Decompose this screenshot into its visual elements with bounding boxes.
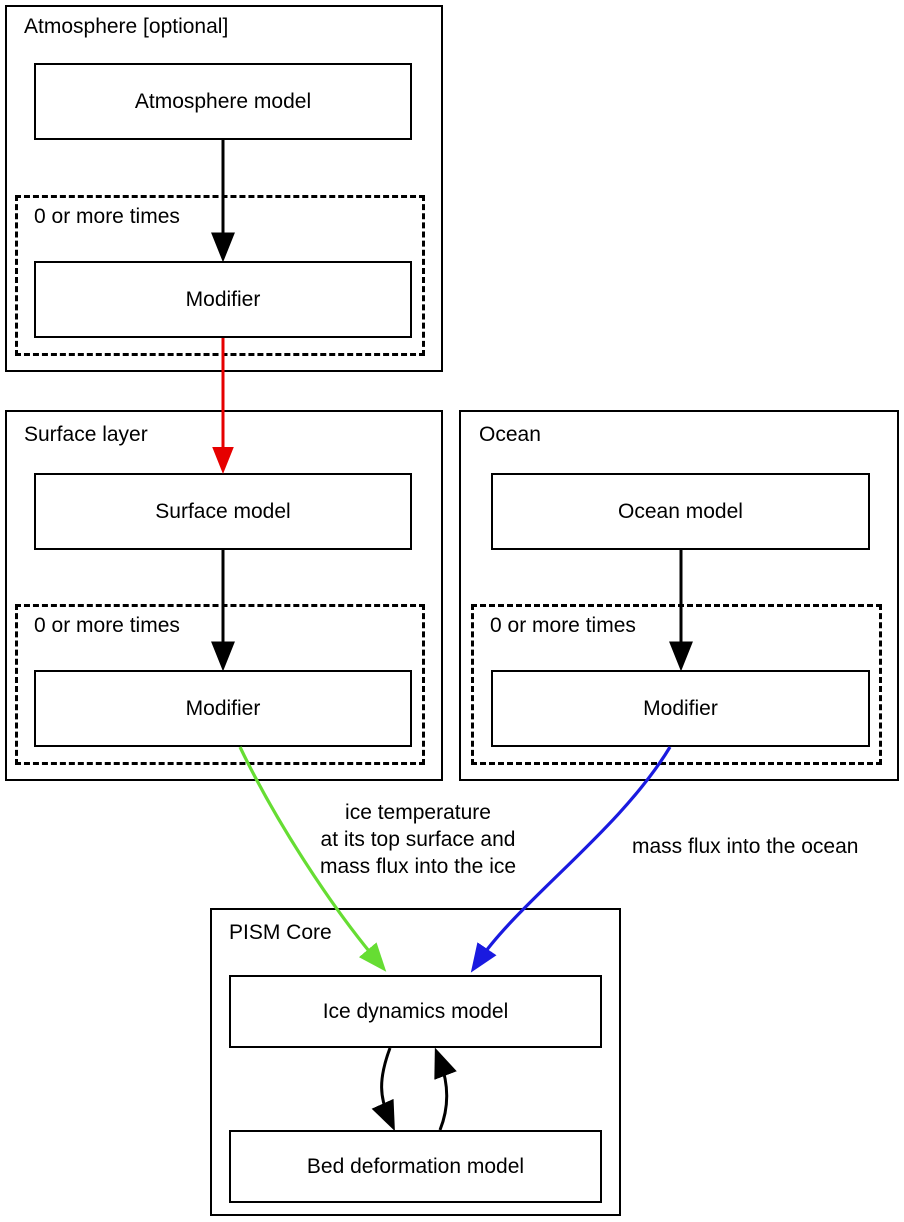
node-atmosphere-modifier[interactable]: Modifier <box>34 261 412 338</box>
node-ice-dynamics-model[interactable]: Ice dynamics model <box>229 975 602 1048</box>
node-surface-modifier[interactable]: Modifier <box>34 670 412 747</box>
group-pism-core <box>210 908 621 1216</box>
group-pism-core-label: PISM Core <box>229 921 332 944</box>
dashed-repeat-surface-label: 0 or more times <box>34 614 180 637</box>
dashed-repeat-ocean-label: 0 or more times <box>490 614 636 637</box>
dashed-repeat-ocean <box>471 604 882 765</box>
node-ocean-modifier[interactable]: Modifier <box>491 670 870 747</box>
node-ocean-model[interactable]: Ocean model <box>491 473 870 550</box>
edge-label-surface-to-core: ice temperature at its top surface and m… <box>319 801 517 878</box>
group-surface-layer-label: Surface layer <box>24 423 148 446</box>
node-surface-model[interactable]: Surface model <box>34 473 412 550</box>
dashed-repeat-surface <box>15 604 425 765</box>
node-atmosphere-model[interactable]: Atmosphere model <box>34 63 412 140</box>
node-bed-deformation-model[interactable]: Bed deformation model <box>229 1130 602 1203</box>
group-ocean <box>459 410 899 781</box>
edge-label-ocean-to-core: mass flux into the ocean <box>632 835 859 858</box>
group-atmosphere-label: Atmosphere [optional] <box>24 15 229 38</box>
dashed-repeat-atmosphere <box>15 195 425 356</box>
group-ocean-label: Ocean <box>479 423 541 446</box>
dashed-repeat-atmosphere-label: 0 or more times <box>34 205 180 228</box>
